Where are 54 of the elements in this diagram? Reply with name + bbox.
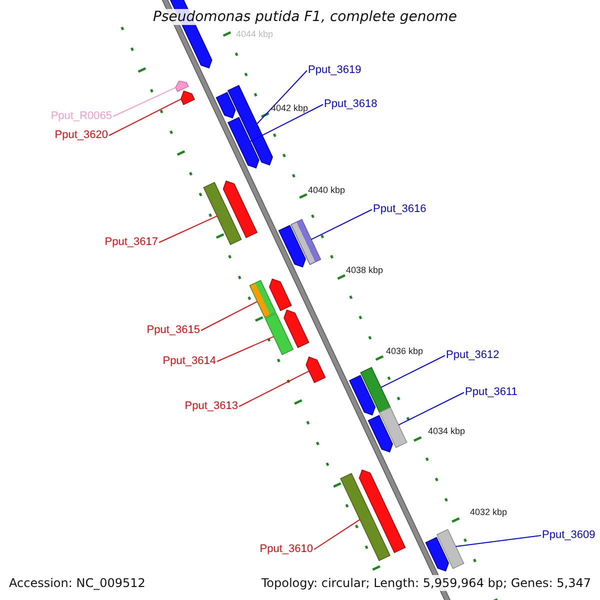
scale-label: 4036 kbp [386,347,424,356]
gene-feature [222,180,258,238]
leader-line [216,336,274,362]
gene-label: Pput_3618 [324,99,378,110]
gene-feature [175,80,189,92]
leader-line [314,519,360,550]
gene-feature [180,90,195,106]
leader-line [380,355,446,388]
gene-label: Pput_3620 [54,130,108,141]
scale-label: 4040 kbp [308,186,346,195]
gene-label: Pput_3614 [162,356,216,367]
gene-feature [203,182,242,246]
gene-feature [268,278,292,312]
gene-feature [228,116,260,169]
leader-line [310,209,372,240]
gene-label: Pput_3612 [446,350,500,361]
gene-label: Pput_3616 [373,204,426,215]
leader-line [455,535,542,547]
gene-feature [358,470,406,554]
leader-line [398,392,464,426]
gene-feature [306,356,326,384]
gene-feature [368,414,393,453]
gene-feature [278,224,306,268]
gene-label: Pput_3609 [542,530,596,541]
leader-line [112,87,176,117]
gene-label: Pput_3610 [260,544,313,555]
scale-label: 4032 kbp [470,508,508,517]
leader-line [158,216,218,243]
leader-line [200,301,258,331]
gene-feature [340,472,391,562]
gene-feature [216,92,236,119]
gene-feature [284,310,310,348]
gene-feature [425,536,449,572]
scale-label: 4034 kbp [428,427,466,436]
scale-label: 4038 kbp [346,266,384,275]
gene-feature [290,218,322,266]
gene-label: Pput_R0065 [50,111,112,122]
leader-line [238,370,310,407]
gene-feature [264,312,294,356]
gene-feature [348,374,376,416]
gene-feature [360,366,391,414]
gene-feature [249,280,276,318]
leader-line [108,98,182,136]
gene-feature [436,528,464,570]
gene-feature [378,406,408,448]
gene-label: Pput_3615 [146,325,200,336]
gene-label: Pput_3617 [104,237,158,248]
gene-label: Pput_3611 [465,387,518,398]
leader-line [250,104,324,142]
gene-label: Pput_3619 [308,65,362,76]
scale-label: 4044 kbp [236,30,274,39]
gene-label: Pput_3613 [184,401,238,412]
scale-label: 4042 kbp [271,104,308,113]
leader-line [256,70,308,124]
